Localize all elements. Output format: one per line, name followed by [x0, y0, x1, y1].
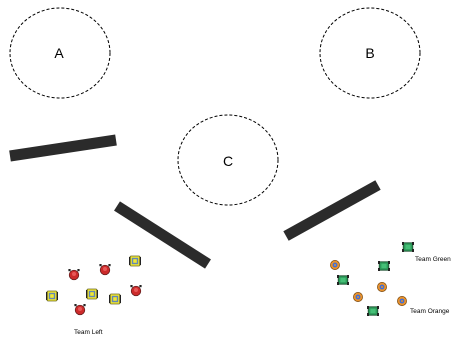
robot-green [401, 241, 415, 253]
robot-red [73, 303, 87, 316]
zone-c-label: C [223, 153, 233, 169]
zone-a-label: A [54, 45, 64, 61]
zone-a: A [9, 7, 111, 99]
robot-orange [352, 291, 364, 303]
robot-orange [329, 259, 341, 271]
robot-green [366, 305, 380, 317]
wall-center [114, 201, 211, 269]
robot-yellow [128, 255, 142, 267]
robot-yellow [108, 293, 122, 305]
robot-red [98, 263, 112, 276]
robot-red [67, 268, 81, 281]
team-green-label: Team Green [415, 256, 451, 263]
zone-c: C [177, 114, 279, 206]
wall-right [283, 180, 381, 241]
zone-b-label: B [365, 45, 374, 61]
robot-green [336, 274, 350, 286]
team-left-robots [45, 255, 143, 316]
robot-green [377, 260, 391, 272]
robot-orange [396, 295, 408, 307]
wall-top-left [9, 134, 117, 162]
team-orange-label: Team Orange [410, 308, 450, 315]
robot-yellow [45, 290, 59, 302]
robot-orange [376, 281, 388, 293]
robot-red [129, 284, 143, 297]
zone-b: B [319, 7, 421, 99]
robot-yellow [85, 288, 99, 300]
team-left-label: Team Left [74, 329, 103, 336]
